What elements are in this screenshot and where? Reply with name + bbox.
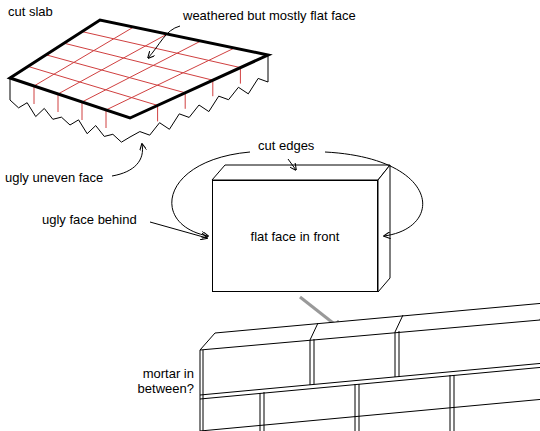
- grid-line: [240, 68, 241, 84]
- leader-line: [148, 26, 180, 58]
- note-label: mortar in between?: [118, 366, 194, 396]
- grid-line: [185, 93, 186, 109]
- grid-line: [46, 55, 185, 93]
- slab-underside: [10, 55, 268, 142]
- note-label: cut edges: [258, 138, 314, 153]
- grid-line: [58, 34, 167, 94]
- grid-line: [58, 94, 59, 112]
- block-side: [378, 165, 390, 292]
- slab-top-face: [10, 20, 268, 118]
- leader-line: [112, 144, 143, 176]
- note-label: ugly face behind: [42, 212, 137, 227]
- note-label: cut slab: [8, 4, 53, 19]
- leader-line: [150, 222, 207, 238]
- cut-slab: [10, 20, 268, 142]
- grid-line: [64, 43, 213, 80]
- block-front-face: flat face in front: [212, 180, 378, 292]
- block-top: [212, 165, 390, 180]
- stone-wall: [200, 303, 540, 431]
- grid-line: [34, 86, 35, 104]
- grid-line: [212, 80, 213, 96]
- grid-line: [157, 105, 158, 121]
- grid-line: [82, 102, 83, 120]
- grid-line: [28, 66, 158, 105]
- grid-line: [106, 110, 107, 128]
- note-label: weathered but mostly flat face: [183, 8, 356, 23]
- grid-line: [82, 32, 240, 68]
- node-text: flat face in front: [251, 229, 340, 244]
- note-label: ugly uneven face: [5, 170, 103, 185]
- leader-line: [288, 159, 296, 170]
